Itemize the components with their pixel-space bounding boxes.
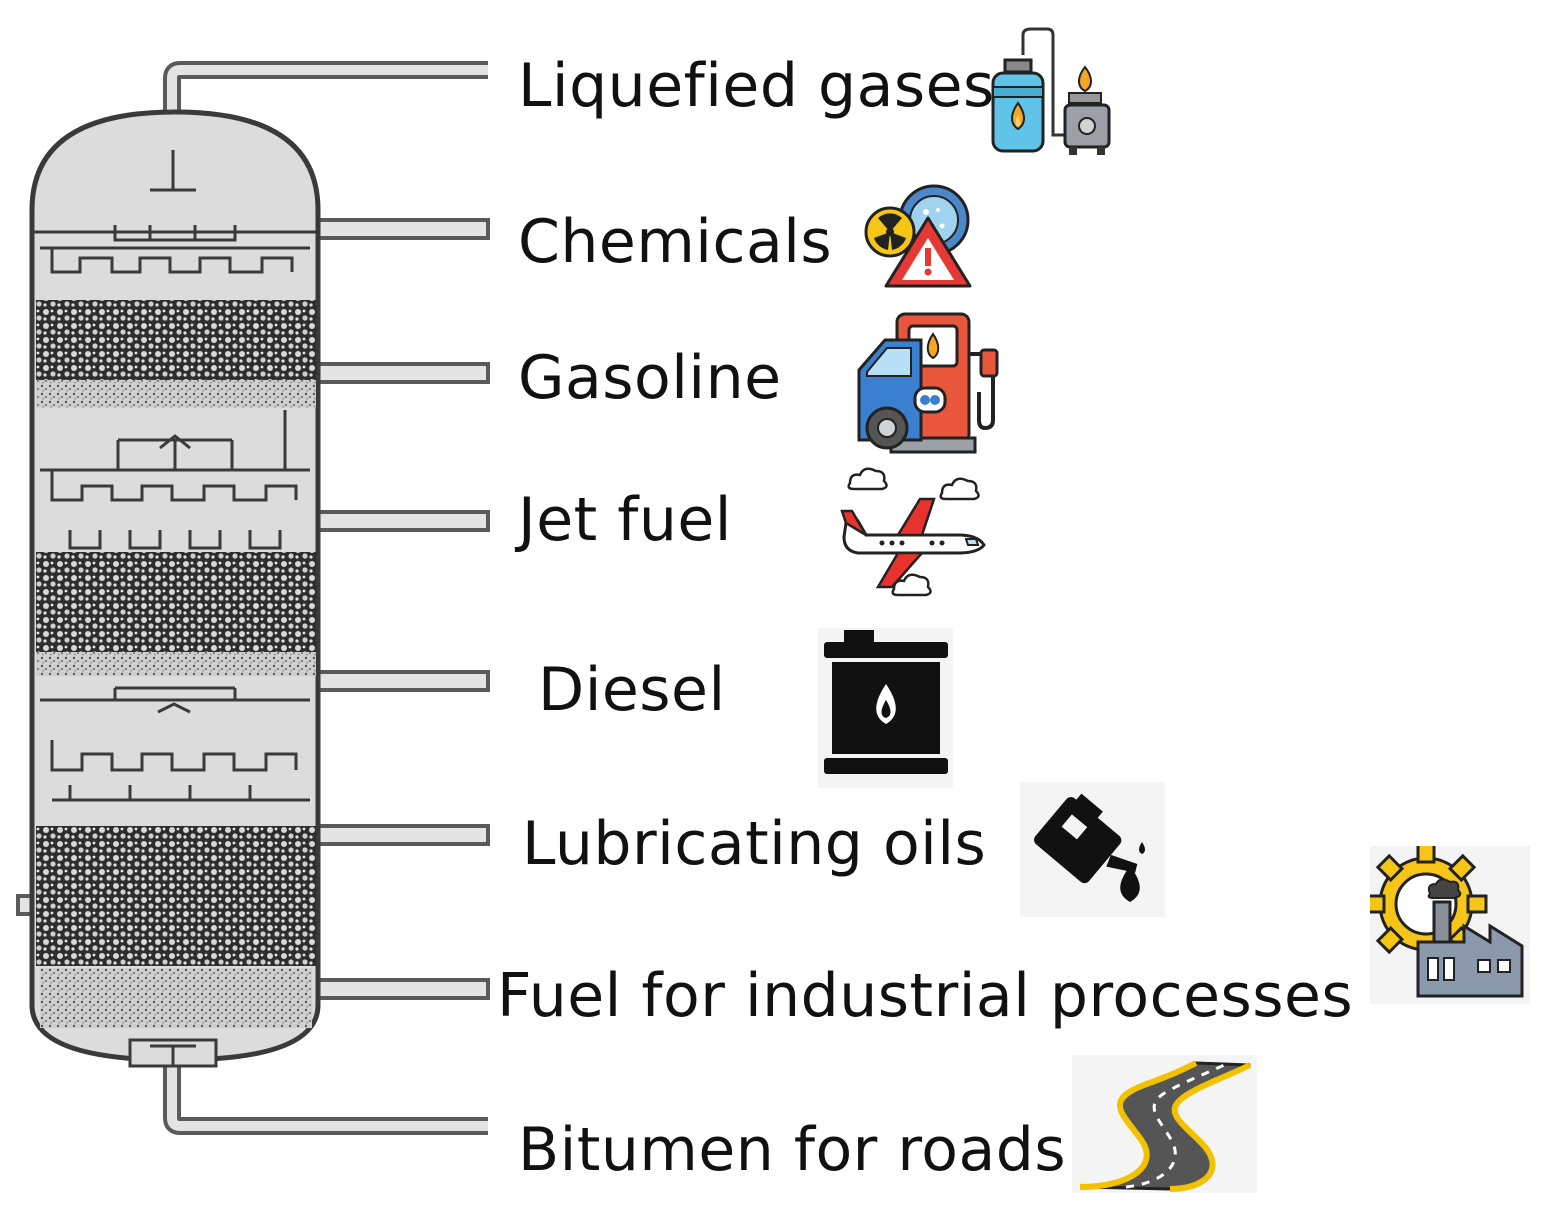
packing-bed-1 [36,300,316,380]
road-icon [1072,1055,1257,1193]
oil-barrel-icon [818,628,953,788]
car-fuel-pump-icon [857,312,999,454]
packing-bed-2 [36,552,316,652]
tray-group-2 [40,410,310,550]
product-label-chemicals: Chemicals [518,207,833,277]
product-label-bitumen: Bitumen for roads [518,1115,1067,1185]
packing-bed-3 [36,826,316,966]
bottoms-zone [40,968,312,1028]
product-label-lubricating-oils: Lubricating oils [522,809,987,879]
product-label-industrial-fuel: Fuel for industrial processes [497,961,1354,1031]
product-label-jet-fuel: Jet fuel [518,485,732,555]
oil-can-icon [1020,782,1165,917]
tray-group-3 [40,686,310,802]
airplane-icon [840,467,986,597]
gas-cylinder-stove-icon [991,27,1111,155]
hazard-chemicals-icon [864,184,972,288]
tray-group-1 [40,225,310,274]
bottom-pipe [163,1060,488,1135]
product-label-gasoline: Gasoline [518,343,782,413]
factory-gear-icon [1370,846,1530,1004]
product-label-diesel: Diesel [538,655,726,725]
product-label-liquefied-gases: Liquefied gases [518,51,995,121]
